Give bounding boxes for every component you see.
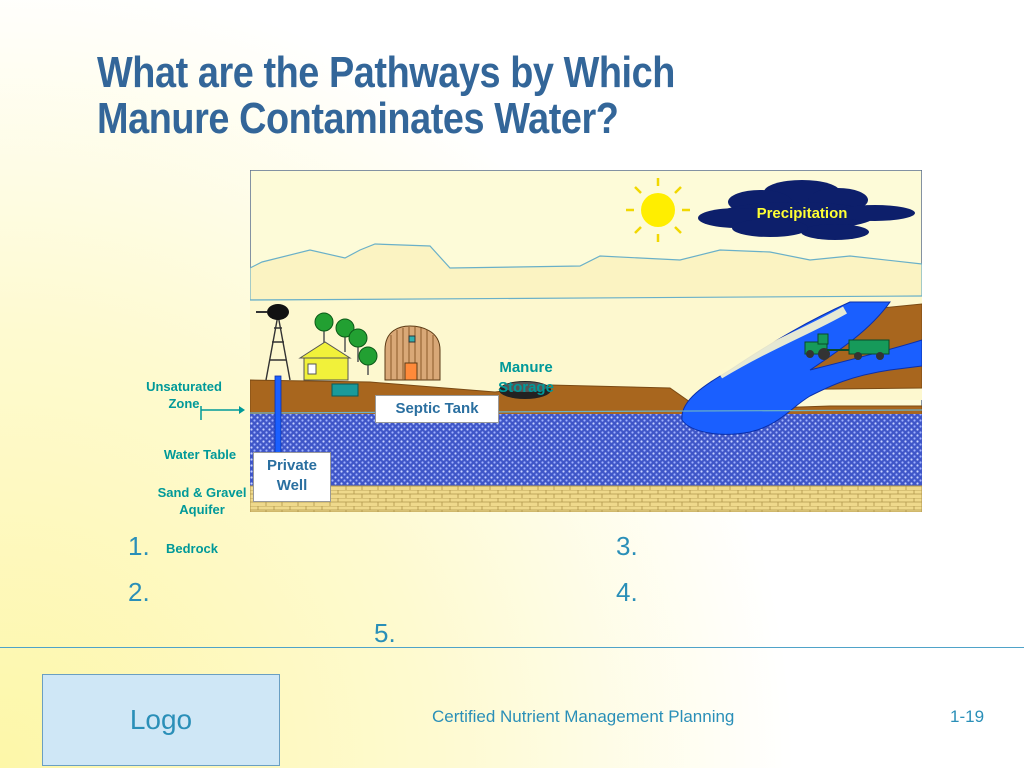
sun-icon: [626, 178, 690, 242]
logo-placeholder: Logo: [42, 674, 280, 766]
cloud-icon: [698, 180, 915, 240]
unsaturated-zone-label: Unsaturated Zone: [144, 378, 224, 412]
bedrock-label: Bedrock: [166, 541, 219, 556]
water-table-label: Water Table: [163, 447, 237, 462]
list-item-4: 4.: [616, 577, 638, 607]
aquifer: [250, 414, 922, 486]
footer-page-number: 1-19: [950, 707, 985, 726]
precipitation-label: Precipitation: [757, 205, 848, 222]
mountains: [250, 243, 922, 301]
manure-storage-icon: [499, 381, 551, 399]
title-line-1: What are the Pathways by Which: [97, 48, 675, 97]
aquifer-label: Sand & Gravel Aquifer: [140, 484, 264, 518]
barn-icon: [384, 325, 441, 381]
footer-divider: [0, 647, 1024, 648]
logo-text: Logo: [129, 704, 193, 735]
list-item-1: 1.: [128, 531, 150, 561]
septic-tank-label: Septic Tank: [375, 395, 499, 423]
private-well-line1: Private: [266, 457, 318, 474]
water-table-line: [250, 409, 922, 414]
house-icon: [298, 341, 352, 381]
aquifer-line1: Sand & Gravel: [157, 485, 247, 500]
list-item-5: 5.: [374, 618, 396, 648]
page-title: What are the Pathways by Which Manure Co…: [97, 50, 802, 142]
title-line-2: Manure Contaminates Water?: [97, 94, 619, 143]
groundwater-diagram: Precipitation Manure Storage: [250, 170, 922, 512]
private-well-line2: Well: [276, 477, 308, 494]
windmill-icon: [256, 304, 291, 381]
list-item-2: 2.: [128, 577, 150, 607]
septic-tank-icon: [331, 383, 359, 397]
zone-arrow-icon: [200, 406, 245, 420]
footer-course-title: Certified Nutrient Management Planning: [432, 707, 735, 726]
list-item-3: 3.: [616, 531, 638, 561]
bedrock: [250, 485, 922, 512]
manure-storage-label-line2: Storage: [498, 379, 554, 396]
unsaturated-zone-line1: Unsaturated: [146, 379, 222, 394]
aquifer-line2: Aquifer: [179, 502, 225, 517]
trees-icon: [314, 312, 378, 375]
tractor-icon: [804, 333, 890, 360]
private-well-label: Private Well: [253, 452, 331, 502]
manure-storage-label-line1: Manure: [499, 359, 552, 376]
unsaturated-zone-line2: Zone: [168, 396, 200, 411]
